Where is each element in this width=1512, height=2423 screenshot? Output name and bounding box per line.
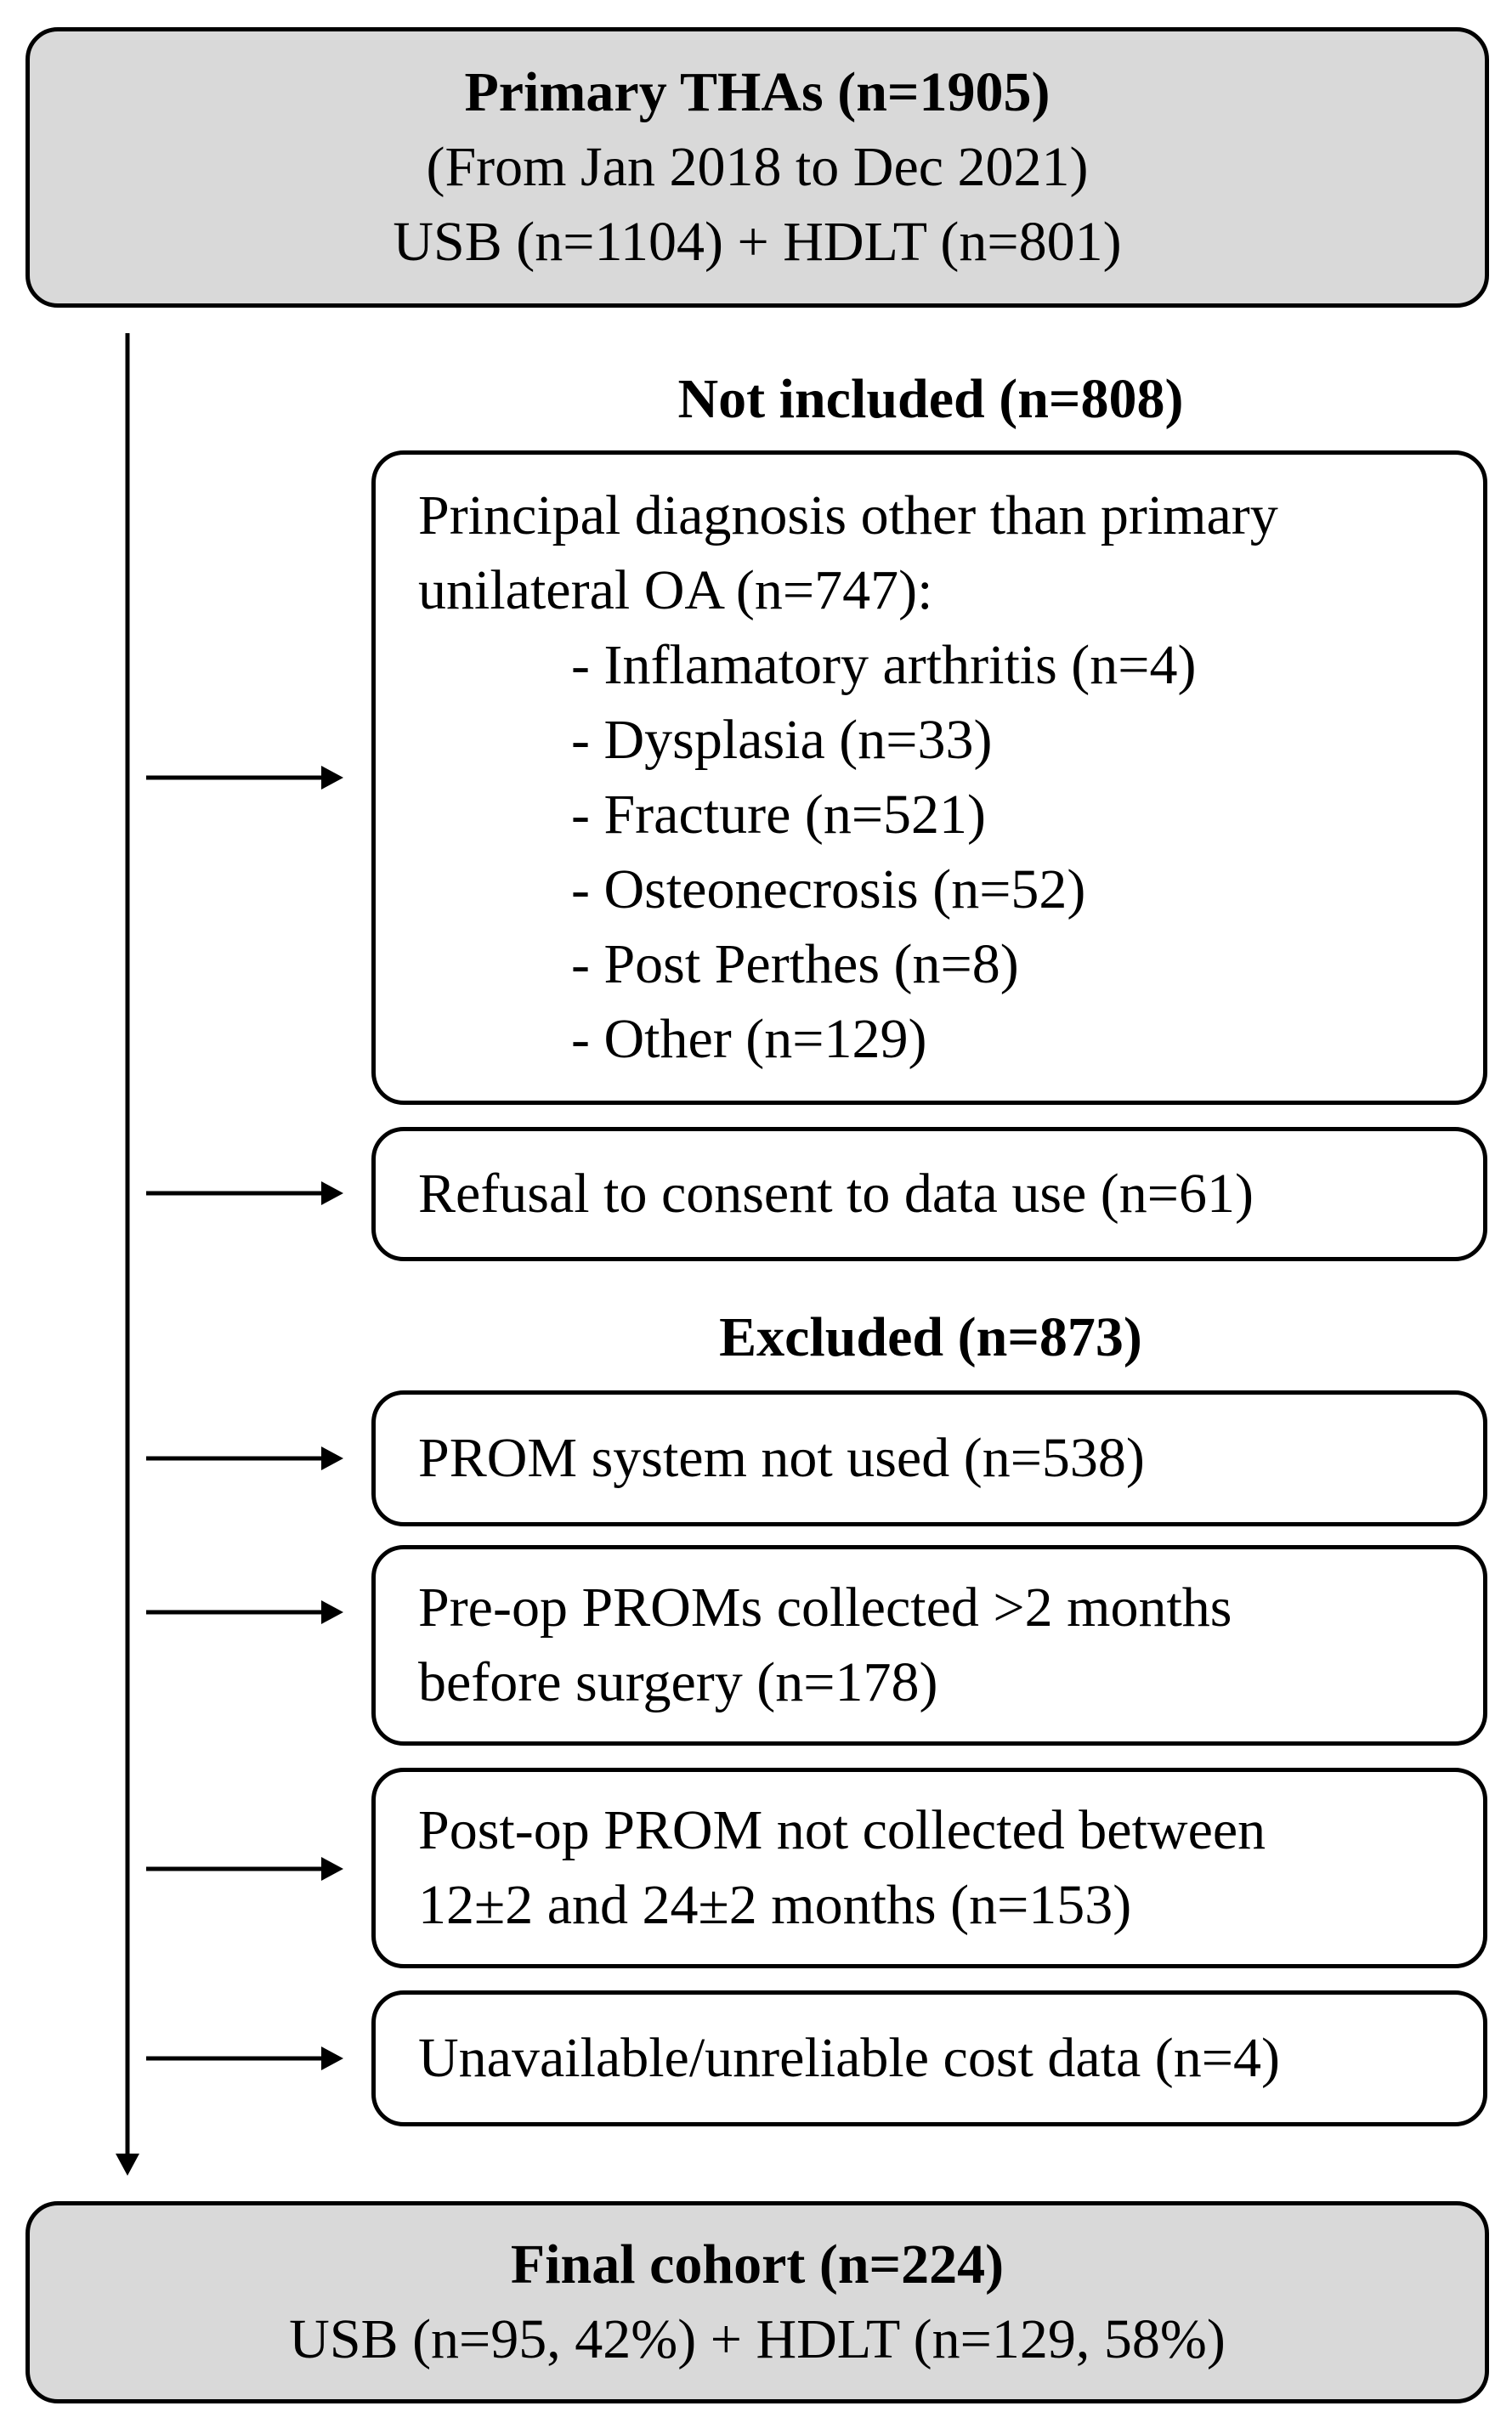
primary-thas-title: Primary THAs (n=1905) <box>464 61 1050 123</box>
branch-arrow-diagnosis <box>146 766 343 790</box>
final-cohort-split: USB (n=95, 42%) + HDLT (n=129, 58%) <box>289 2308 1226 2370</box>
branch-arrow-cost <box>146 2047 343 2070</box>
branch-arrow-preop <box>146 1600 343 1624</box>
list-item: - Fracture (n=521) <box>571 784 987 846</box>
main-arrowhead <box>116 2154 139 2176</box>
cost-data-box: Unavailable/unreliable cost data (n=4) <box>371 1990 1487 2126</box>
list-item: - Dysplasia (n=33) <box>571 709 993 771</box>
diagnosis-box: Principal diagnosis other than primary u… <box>371 450 1487 1105</box>
consent-text: Refusal to consent to data use (n=61) <box>418 1163 1254 1225</box>
branch-arrow-postop <box>146 1857 343 1881</box>
postop-prom-box: Post-op PROM not collected between 12±2 … <box>371 1768 1487 1968</box>
diagnosis-list: - Inflamatory arthritis (n=4) - Dysplasi… <box>418 628 1483 1077</box>
postop-line-2: 12±2 and 24±2 months (n=153) <box>418 1874 1132 1936</box>
postop-line-1: Post-op PROM not collected between <box>418 1799 1266 1861</box>
diagnosis-line-1: Principal diagnosis other than primary <box>418 484 1278 546</box>
preop-proms-box: Pre-op PROMs collected >2 months before … <box>371 1545 1487 1746</box>
diagnosis-line-2: unilateral OA (n=747): <box>418 559 933 621</box>
primary-thas-period: (From Jan 2018 to Dec 2021) <box>426 136 1089 198</box>
list-item: - Osteonecrosis (n=52) <box>571 858 1086 920</box>
final-cohort-box: Final cohort (n=224) USB (n=95, 42%) + H… <box>25 2201 1489 2403</box>
branch-arrow-consent <box>146 1181 343 1205</box>
primary-thas-box: Primary THAs (n=1905) (From Jan 2018 to … <box>25 27 1489 308</box>
not-included-heading: Not included (n=808) <box>677 368 1184 430</box>
primary-thas-split: USB (n=1104) + HDLT (n=801) <box>393 211 1122 273</box>
prom-not-used-box: PROM system not used (n=538) <box>371 1390 1487 1526</box>
preop-line-1: Pre-op PROMs collected >2 months <box>418 1577 1232 1639</box>
excluded-heading: Excluded (n=873) <box>719 1306 1142 1368</box>
preop-line-2: before surgery (n=178) <box>418 1651 938 1713</box>
list-item: - Other (n=129) <box>571 1008 927 1070</box>
prom-not-used-text: PROM system not used (n=538) <box>418 1427 1145 1489</box>
final-cohort-title: Final cohort (n=224) <box>510 2233 1005 2296</box>
branch-arrow-prom <box>146 1446 343 1470</box>
cost-data-text: Unavailable/unreliable cost data (n=4) <box>418 2027 1280 2089</box>
list-item: - Post Perthes (n=8) <box>571 933 1019 995</box>
list-item: - Inflamatory arthritis (n=4) <box>571 634 1197 696</box>
consent-box: Refusal to consent to data use (n=61) <box>371 1127 1487 1261</box>
